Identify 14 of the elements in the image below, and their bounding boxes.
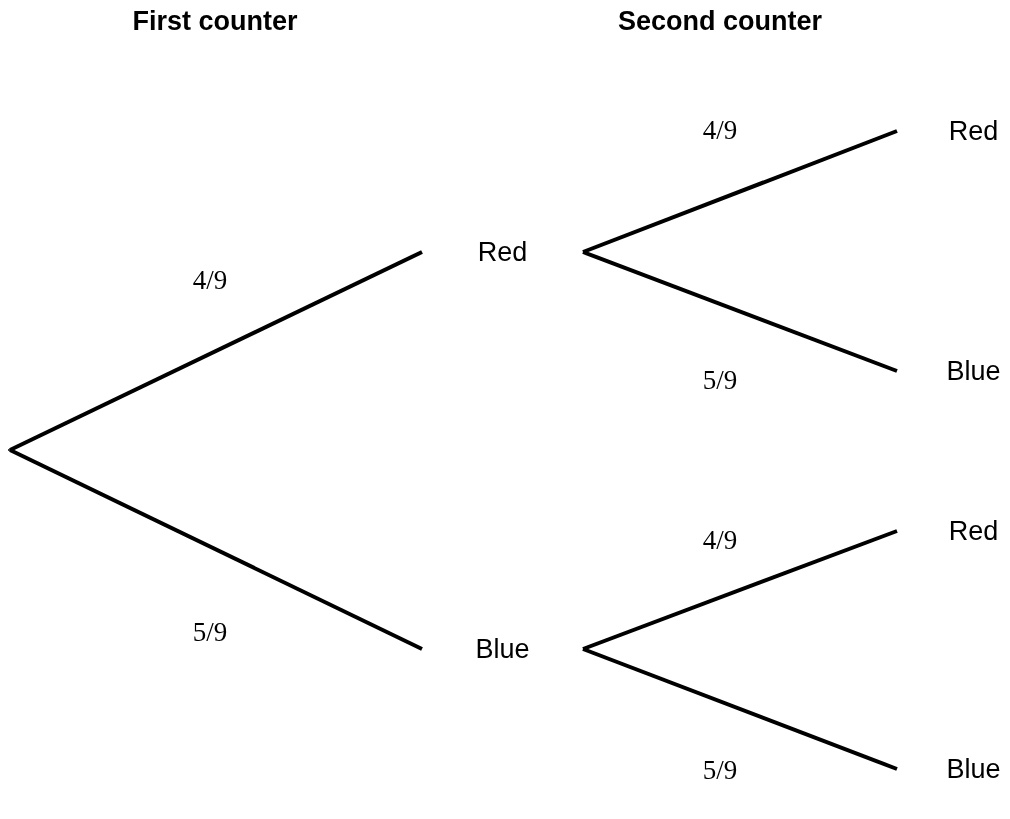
column-heading: First counter — [132, 6, 298, 37]
branch-line — [9, 448, 423, 651]
outcome-label: Blue — [475, 633, 530, 665]
branch-line — [582, 250, 898, 373]
outcome-label: Blue — [946, 753, 1001, 785]
outcome-label: Red — [477, 236, 528, 268]
branch-line — [582, 129, 898, 254]
column-heading: Second counter — [618, 6, 822, 37]
branch-line — [9, 250, 423, 452]
outcome-label: Blue — [946, 355, 1001, 387]
outcome-label: Red — [948, 515, 999, 547]
branch-line — [582, 529, 898, 651]
outcome-label: Red — [948, 115, 999, 147]
branch-line — [582, 647, 898, 771]
